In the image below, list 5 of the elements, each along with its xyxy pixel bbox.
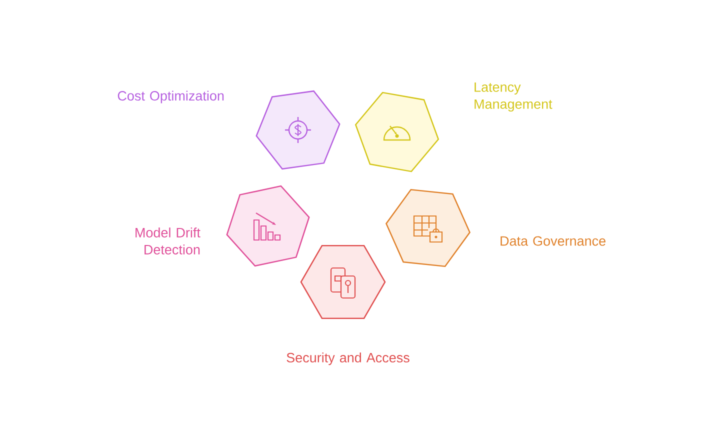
node-label: Cost Optimization bbox=[118, 90, 224, 104]
node-label: Security and Access bbox=[286, 352, 410, 366]
node-label: Latency Management bbox=[474, 82, 552, 112]
node-label: Model Drift Detection bbox=[136, 228, 200, 254]
node-label: Data Governance bbox=[500, 236, 606, 246]
